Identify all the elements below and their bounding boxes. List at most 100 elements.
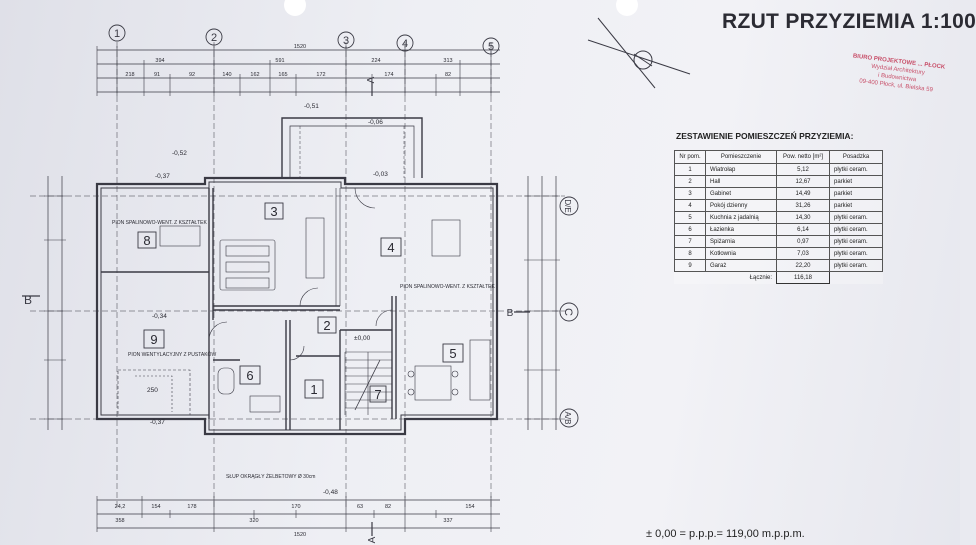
table-row: 8 Kotłownia 7,03 płytki ceram. [674, 247, 883, 260]
dim-bottom-f: 170 [291, 504, 300, 510]
table-row: 2 Hall 12,67 parkiet [674, 175, 883, 188]
cell-area: 31,26 [776, 199, 830, 212]
dim-top-2a: 218 [125, 72, 134, 78]
cell-floor: płytki ceram. [829, 247, 883, 260]
note-pion-living: PION SPALINOWO-WENT. Z KSZTAŁTEK [400, 284, 495, 290]
cell-room: Gabinet [705, 187, 777, 200]
dim-bottom-d: 178 [187, 504, 196, 510]
dim-bottom-g: 63 [357, 504, 363, 510]
section-lines [22, 82, 530, 536]
cell-nr: 7 [674, 235, 706, 248]
note-slup: SŁUP OKRĄGŁY ŻELBETOWY Ø 30cm [226, 473, 315, 480]
level-garage: -0,34 [152, 313, 167, 320]
dim-top-2e: 162 [250, 72, 259, 78]
dim-top-1a: 394 [155, 58, 164, 64]
room-box-2 [317, 316, 337, 334]
cell-area: 22,20 [776, 259, 830, 272]
cell-area: 14,30 [776, 211, 830, 224]
dim-top-2f: 165 [278, 72, 287, 78]
cell-room: Pokój dzienny [705, 199, 777, 212]
elevation-reference: ± 0,00 = p.p.p.= 119,00 m.p.p.m. [646, 528, 805, 540]
dim-bottom-b: 358 [115, 518, 124, 524]
col-header-area: Pow. netto [m²] [776, 150, 830, 164]
axis-label-ab: A/B [563, 412, 572, 425]
stairs [344, 351, 392, 415]
furniture [117, 217, 491, 416]
note-pion-garage: PION WENTYLACYJNY Z PUSTAKÓW [128, 351, 216, 358]
cell-room: Hall [705, 175, 777, 188]
cell-area: 0,97 [776, 235, 830, 248]
dim-bottom-j: 154 [465, 504, 474, 510]
dim-top-1d: 313 [443, 58, 452, 64]
total-label: Łącznie: [749, 274, 772, 281]
cell-room: Garaż [705, 259, 777, 272]
drawing-title: RZUT PRZYZIEMIA 1:100 [722, 10, 976, 33]
section-mark-b-right: B [507, 308, 514, 319]
room-box-6 [239, 365, 261, 385]
room-table-title: ZESTAWIENIE POMIESZCZEŃ PRZYZIEMIA: [676, 131, 854, 141]
cell-nr: 9 [674, 259, 706, 272]
axis-label-c: C [562, 308, 574, 316]
table-row: 5 Kuchnia z jadalnią 14,30 płytki ceram. [674, 211, 883, 224]
windows [96, 177, 498, 420]
axis-label-5: 5 [488, 41, 494, 53]
room-number-2: 2 [323, 318, 330, 333]
north-arrow [587, 17, 691, 89]
axis-bubbles [108, 24, 579, 428]
dim-bottom-c: 154 [151, 504, 160, 510]
cell-area: 6,14 [776, 223, 830, 236]
room-number-3: 3 [270, 204, 277, 219]
doors [208, 187, 393, 361]
table-row: 9 Garaż 22,20 płytki ceram. [674, 259, 883, 272]
table-row: 3 Gabinet 14,49 parkiet [674, 187, 883, 200]
terrace [281, 117, 423, 178]
dim-top-2g: 172 [316, 72, 325, 78]
cell-floor: parkiet [829, 187, 883, 200]
dim-bottom-i: 337 [443, 518, 452, 524]
cell-room: Kotłownia [705, 247, 777, 260]
room-box-5 [442, 343, 464, 363]
dim-top-1c: 224 [371, 58, 380, 64]
cell-nr: 8 [674, 247, 706, 260]
room-number-4: 4 [387, 240, 394, 255]
total-spacer-2 [830, 272, 883, 284]
cell-nr: 4 [674, 199, 706, 212]
dim-top-2d: 140 [222, 72, 231, 78]
room-box-7 [369, 385, 387, 403]
cell-room: Wiatrołap [705, 163, 777, 176]
dim-top-2c: 92 [189, 72, 195, 78]
room-number-7: 7 [374, 387, 381, 402]
dim-top-total: 1520 [294, 44, 306, 50]
axis-label-3: 3 [343, 35, 349, 47]
dim-bottom-total: 1520 [294, 532, 306, 538]
axis-label-2: 2 [211, 32, 217, 44]
total-value: 116,18 [776, 271, 830, 284]
room-number-5: 5 [449, 346, 456, 361]
level-zero: ±0,00 [354, 335, 371, 342]
cell-nr: 3 [674, 187, 706, 200]
table-header-row: Nr pom. Pomieszczenie Pow. netto [m²] Po… [674, 150, 883, 164]
cell-nr: 1 [674, 163, 706, 176]
dim-top-2i: 82 [445, 72, 451, 78]
level-living: -0,03 [373, 171, 388, 178]
cell-area: 12,67 [776, 175, 830, 188]
col-header-room: Pomieszczenie [705, 150, 777, 164]
room-box-4 [380, 237, 402, 257]
room-number-8: 8 [143, 233, 150, 248]
cell-nr: 2 [674, 175, 706, 188]
level-boiler: -0,37 [155, 173, 170, 180]
table-row: 6 Łazienka 6,14 płytki ceram. [674, 223, 883, 236]
cell-nr: 6 [674, 223, 706, 236]
level-garage-2: -0,37 [150, 419, 165, 426]
table-row: 1 Wiatrołap 5,12 płytki ceram. [674, 163, 883, 176]
note-pion-boiler: PION SPALINOWO-WENT. Z KSZTAŁTEK [112, 220, 207, 226]
axis-label-de: D/E [563, 199, 572, 212]
cell-room: Kuchnia z jadalnią [705, 211, 777, 224]
dim-top-1b: 591 [275, 58, 284, 64]
room-number-6: 6 [246, 368, 253, 383]
col-header-nr: Nr pom. [674, 150, 706, 164]
dim-bottom-a: 24,2 [115, 504, 126, 510]
dim-top-2h: 174 [384, 72, 393, 78]
room-box-3 [264, 202, 284, 220]
